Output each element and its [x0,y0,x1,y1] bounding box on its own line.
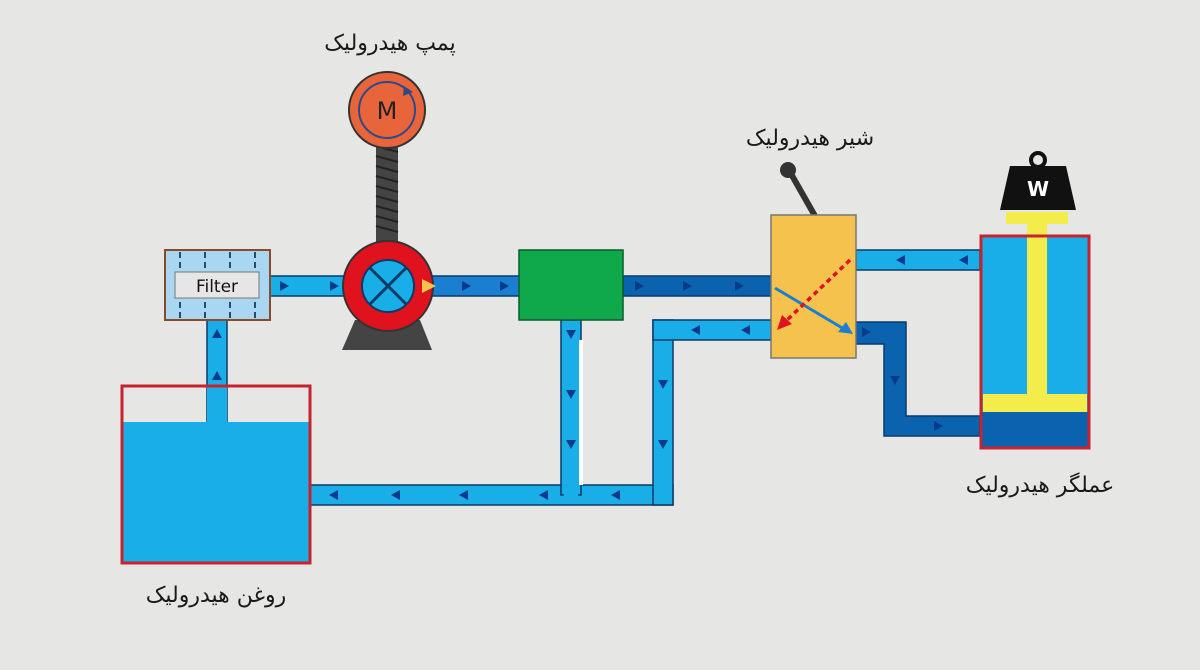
accumulator [518,249,624,321]
flow-arrow [611,490,620,500]
lever-knob[interactable] [780,162,796,178]
flow-arrow [691,325,700,335]
filter-label: Filter [196,277,238,297]
pipe-return-vertical [652,319,674,506]
flow-arrow [566,390,576,399]
pipe-relief-vertical [560,319,582,496]
flow-arrow [862,327,871,337]
flow-arrow [539,490,548,500]
flow-arrow [741,325,750,335]
directional-valve [770,162,857,359]
weight: W [1000,151,1076,210]
flow-arrow [330,281,339,291]
pump-label: پمپ هیدرولیک [324,31,456,56]
flow-arrow [959,255,968,265]
pipe-valve-to-actuator-bottom [855,321,981,437]
oil-label: روغن هیدرولیک [146,583,287,608]
flow-arrows [212,255,968,500]
flow-arrow [934,421,943,431]
weight-label: W [1027,177,1049,201]
flow-arrow [635,281,644,291]
actuator-label: عملگر هیدرولیک [966,472,1114,498]
tank-frame [120,384,312,565]
flow-arrow [896,255,905,265]
flow-arrow [566,330,576,339]
flow-arrow [683,281,692,291]
flow-arrow [329,490,338,500]
oil-level [122,422,310,563]
flow-arrow [658,380,668,389]
flow-arrow [890,376,900,385]
flow-arrow [280,281,289,291]
flow-arrow [500,281,509,291]
flow-arrow [391,490,400,500]
hydraulic-actuator: W [979,151,1091,450]
pipe-accumulator-to-valve [622,275,772,297]
motor: M [348,71,426,149]
valve-label: شیر هیدرولیک [746,126,874,151]
flow-arrow [212,329,222,338]
flow-arrow [658,440,668,449]
flow-arrow [212,371,222,380]
flow-arrow [459,490,468,500]
hydraulic-pump: M [342,71,436,350]
flow-arrow [462,281,471,291]
oil-tank [120,384,312,565]
cylinder-frame [979,234,1091,450]
flow-arrow [735,281,744,291]
motor-label: M [377,97,398,125]
valve-lever[interactable] [787,169,818,219]
filter: Filter [164,249,271,321]
flow-arrow [566,440,576,449]
pipe-valve-return-horizontal [652,319,772,341]
